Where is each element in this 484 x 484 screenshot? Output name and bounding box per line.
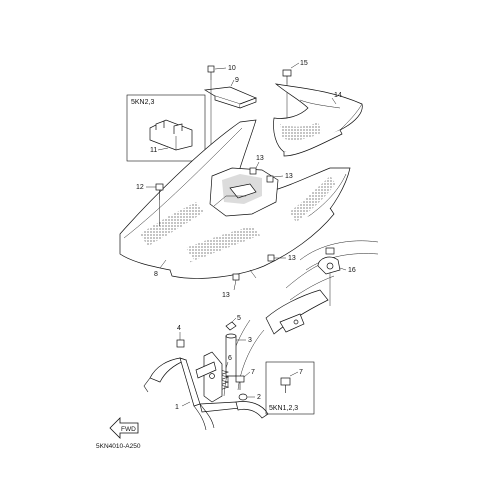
callout-6: 6 xyxy=(228,355,232,362)
callout-10: 10 xyxy=(228,65,236,72)
fwd-label: FWD xyxy=(121,426,136,433)
footrest-cover-part-14 xyxy=(273,83,363,157)
washer-part-2 xyxy=(238,393,248,401)
nut-part-13-a xyxy=(249,167,257,175)
clamp-part-16 xyxy=(317,247,341,275)
callout-4: 4 xyxy=(177,325,181,332)
callout-13-b: 13 xyxy=(285,173,293,180)
callout-7-b: 7 xyxy=(299,369,303,376)
callout-8: 8 xyxy=(154,271,158,278)
option-box-5kn123: 7 5KN1,2,3 xyxy=(265,361,315,415)
nut-part-13-d xyxy=(232,273,240,281)
nut-part-13-b xyxy=(266,175,274,183)
callout-13-a: 13 xyxy=(256,155,264,162)
callout-2: 2 xyxy=(257,394,261,401)
box-label-5kn123: 5KN1,2,3 xyxy=(269,405,298,412)
frame-sketch xyxy=(223,240,379,397)
callout-16: 16 xyxy=(348,267,356,274)
main-stand-part-1 xyxy=(143,351,269,431)
callout-5: 5 xyxy=(237,315,241,322)
callout-3: 3 xyxy=(248,337,252,344)
callout-12: 12 xyxy=(136,184,144,191)
callout-13-d: 13 xyxy=(222,292,230,299)
clip-part-11 xyxy=(149,119,193,151)
box-label-5kn23: 5KN2,3 xyxy=(131,99,154,106)
bracket-part-9 xyxy=(203,86,257,109)
bolt-part-7-b xyxy=(280,377,291,393)
callout-15: 15 xyxy=(300,60,308,67)
forward-arrow-icon: FWD xyxy=(109,417,139,439)
callout-11: 11 xyxy=(150,147,157,154)
drawing-code: 5KN4010-A250 xyxy=(96,443,141,450)
nut-part-13-c xyxy=(267,254,275,262)
callout-13-c: 13 xyxy=(288,255,296,262)
collar-part-4 xyxy=(176,339,185,348)
callout-9: 9 xyxy=(235,77,239,84)
screw-part-15 xyxy=(282,69,292,84)
callout-14: 14 xyxy=(334,92,342,99)
bolt-part-7-a xyxy=(235,375,245,390)
footrest-board-part-8 xyxy=(119,119,351,279)
pin-part-5 xyxy=(225,321,237,331)
callout-1: 1 xyxy=(175,404,179,411)
callout-7-a: 7 xyxy=(251,369,255,376)
screw-part-10 xyxy=(207,65,215,80)
option-box-5kn23: 5KN2,3 11 xyxy=(126,94,206,162)
